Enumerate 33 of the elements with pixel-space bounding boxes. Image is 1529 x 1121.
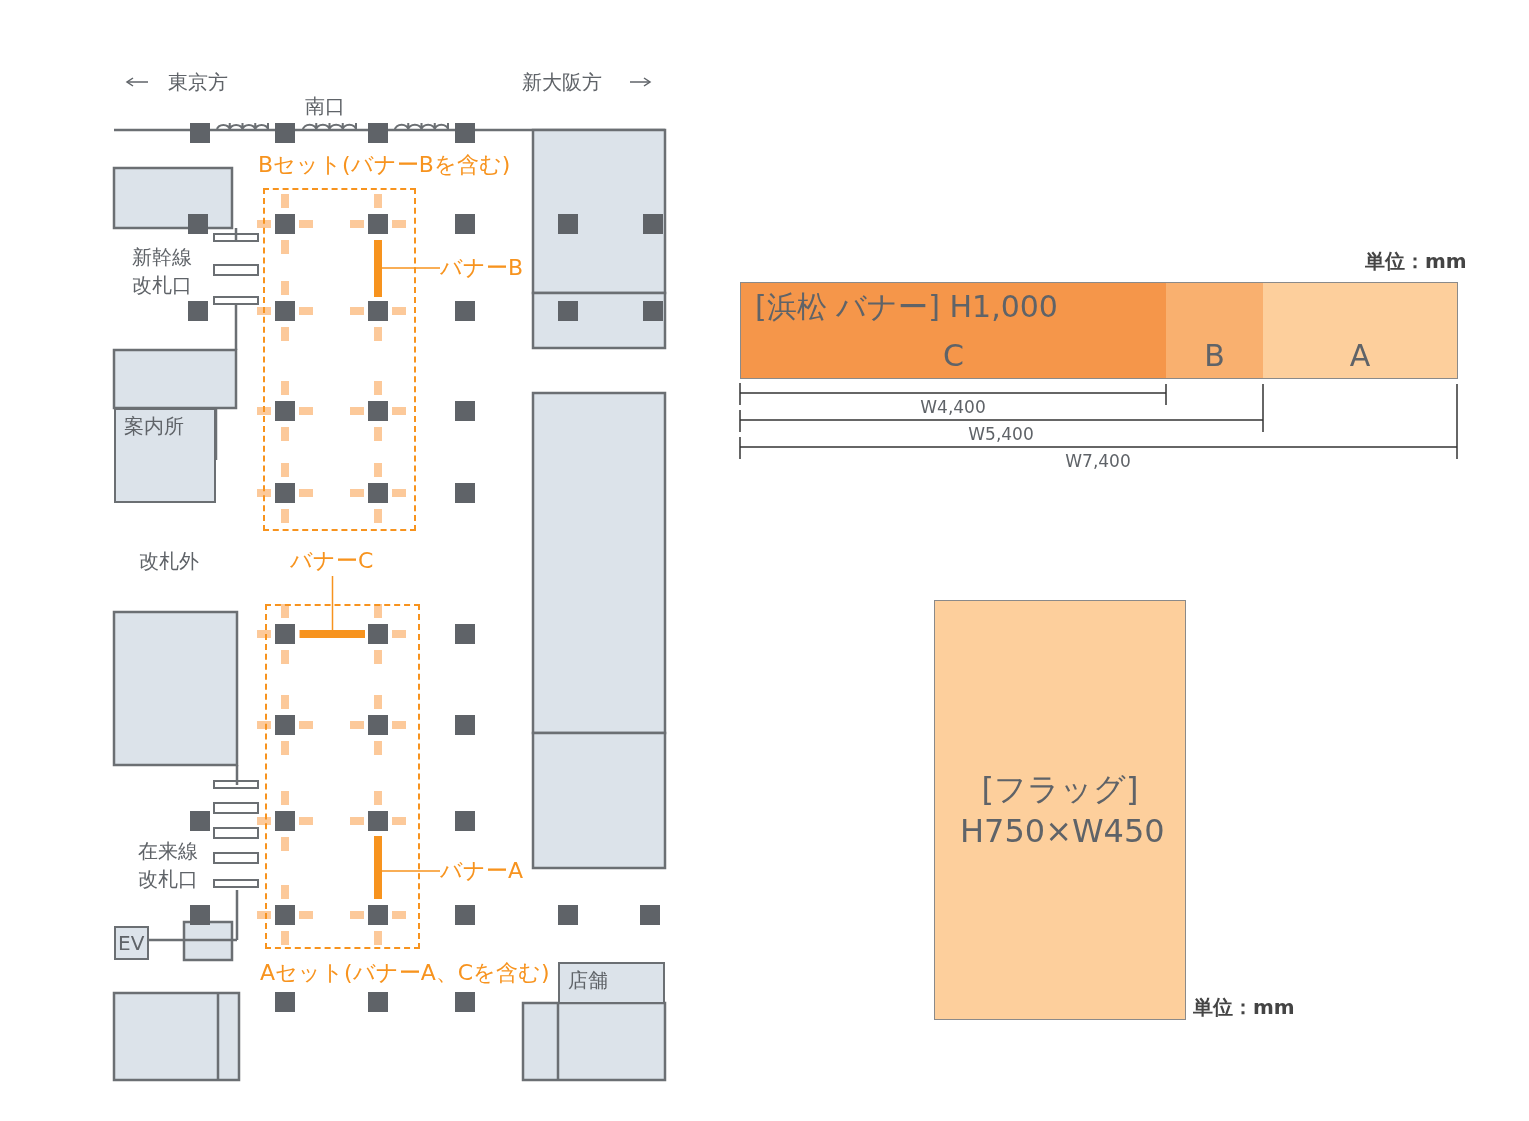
information-room: 案内所 (114, 408, 216, 503)
leader-line (381, 870, 441, 872)
dimension-label: W5,400 (968, 423, 1034, 445)
place-label: 新幹線改札口 (132, 244, 193, 299)
segment-letter: A (1348, 338, 1372, 374)
place-label: 改札外 (139, 548, 199, 575)
place-label: 新大阪方 (522, 69, 602, 96)
leader-line (381, 267, 441, 269)
elevator-room: EV (114, 926, 149, 960)
shop-room: 店舗 (558, 962, 665, 1004)
unit-note: 単位：mm (1365, 248, 1467, 274)
set-label: Bセット(バナーBを含む) (258, 151, 511, 179)
banner-name: バナーA (440, 856, 524, 886)
dimension-label: W4,400 (920, 396, 986, 418)
banner-title: [浜松 バナー] H1,000 (755, 288, 1058, 326)
banner-name: バナーC (290, 546, 374, 576)
segment-letter: B (1203, 338, 1226, 374)
segment-letter: C (942, 338, 965, 374)
banner-name: バナーB (440, 253, 524, 283)
place-label: 在来線改札口 (138, 838, 199, 893)
flag-panel: [フラッグ] H750×W450 (934, 600, 1186, 1020)
leader-line (331, 575, 334, 631)
banner-segment (1263, 282, 1458, 379)
banner-segment (1166, 282, 1263, 379)
banner-bar (374, 836, 382, 899)
banner-bar (300, 630, 365, 638)
place-label: 南口 (305, 93, 345, 120)
banner-bar (374, 240, 382, 297)
dimension-label: W7,400 (1065, 450, 1131, 472)
set-label: Aセット(バナーA、Cを含む) (260, 959, 550, 987)
unit-note: 単位：mm (1193, 994, 1295, 1020)
banner-segment (740, 282, 1166, 379)
place-label: 東京方 (168, 69, 228, 96)
